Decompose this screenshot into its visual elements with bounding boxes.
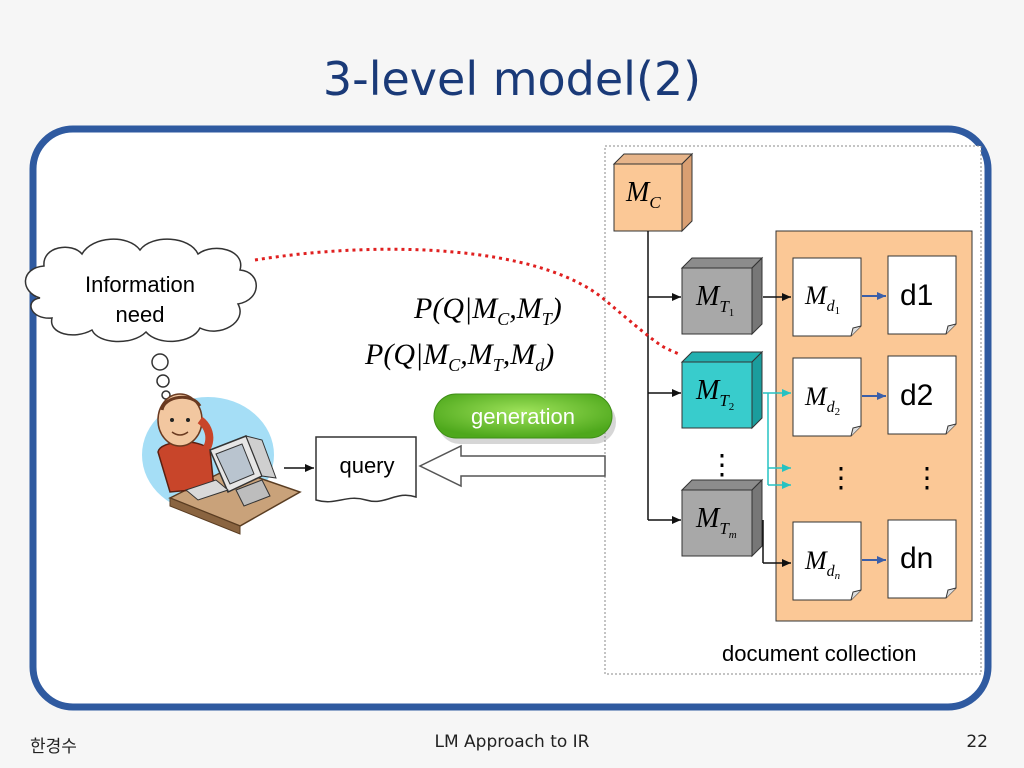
topic-m-subsub: m bbox=[729, 529, 737, 541]
footer-topic: LM Approach to IR bbox=[434, 732, 590, 752]
footer-page-number: 22 bbox=[966, 732, 988, 752]
doc-model-card-n: Mdn bbox=[792, 521, 862, 601]
docmodel-1-subsub: 1 bbox=[835, 305, 841, 317]
svg-text:Mdn: Mdn bbox=[804, 546, 841, 582]
svg-text:Md2: Md2 bbox=[804, 382, 840, 418]
formula-2: P(Q|MC,MT,Md) bbox=[364, 338, 554, 375]
query-document: query bbox=[315, 436, 417, 503]
topic2-doc-connectors bbox=[763, 389, 791, 489]
collection-model-sub: C bbox=[649, 193, 661, 212]
generation-label: generation bbox=[471, 404, 575, 429]
document-1-label: d1 bbox=[900, 279, 933, 312]
topic-model-cube-m: MTm bbox=[680, 478, 764, 558]
topic-ellipsis: ⋮ bbox=[708, 449, 736, 480]
docmodel-n-subsub: n bbox=[835, 570, 841, 582]
thought-line-1: Information bbox=[85, 272, 195, 297]
topic-1-base: M bbox=[695, 281, 721, 312]
svg-text:Md1: Md1 bbox=[804, 281, 840, 317]
svg-text:MC: MC bbox=[625, 177, 661, 212]
docmodel-ellipsis: ⋮ bbox=[827, 462, 855, 493]
document-card-n: dn bbox=[887, 519, 957, 599]
document-ellipsis: ⋮ bbox=[913, 462, 941, 493]
docmodel-n-sub: d bbox=[827, 563, 836, 580]
docmodel-2-base: M bbox=[804, 382, 828, 411]
topic-1-sub: T bbox=[719, 297, 730, 316]
query-label: query bbox=[339, 453, 394, 478]
document-card-2: d2 bbox=[887, 355, 957, 435]
collection-label: document collection bbox=[722, 641, 916, 666]
topic-2-sub: T bbox=[719, 391, 730, 410]
doc-model-card-2: Md2 bbox=[792, 357, 862, 437]
docmodel-1-base: M bbox=[804, 281, 828, 310]
document-n-label: dn bbox=[900, 542, 933, 575]
doc-model-card-1: Md1 bbox=[792, 257, 862, 337]
docmodel-2-sub: d bbox=[827, 399, 836, 416]
user-at-computer-illustration bbox=[142, 393, 302, 535]
generation-pill: generation bbox=[433, 393, 616, 444]
topic-2-subsub: 2 bbox=[729, 401, 735, 413]
formula-1: P(Q|MC,MT) bbox=[413, 292, 562, 329]
topic-model-cube-2: MT2 bbox=[680, 350, 764, 430]
topic-2-base: M bbox=[695, 375, 721, 406]
slide-title: 3-level model(2) bbox=[322, 52, 702, 106]
docmodel-1-sub: d bbox=[827, 298, 836, 315]
document-card-1: d1 bbox=[887, 255, 957, 335]
information-need-link bbox=[254, 247, 682, 357]
collection-model-base: M bbox=[625, 177, 651, 208]
topic-m-sub: T bbox=[719, 519, 730, 538]
topic-model-cube-1: MT1 bbox=[680, 256, 764, 336]
collection-model-cube: MC bbox=[612, 152, 694, 233]
svg-text:MTm: MTm bbox=[695, 503, 737, 541]
topic-m-base: M bbox=[695, 503, 721, 534]
docmodel-n-base: M bbox=[804, 546, 828, 575]
svg-text:MT1: MT1 bbox=[695, 281, 734, 319]
topicm-doc-connectors bbox=[762, 520, 791, 567]
thought-line-2: need bbox=[116, 302, 165, 327]
document-2-label: d2 bbox=[900, 379, 933, 412]
topic-1-subsub: 1 bbox=[729, 307, 735, 319]
thought-cloud: Information need bbox=[24, 238, 257, 400]
docmodel-2-subsub: 2 bbox=[835, 406, 841, 418]
docmodel-to-doc-arrows bbox=[862, 292, 886, 564]
generation-block-arrow bbox=[418, 444, 606, 488]
collection-tree-lines bbox=[647, 231, 681, 524]
svg-text:MT2: MT2 bbox=[695, 375, 734, 413]
footer-author: 한경수 bbox=[30, 737, 77, 757]
